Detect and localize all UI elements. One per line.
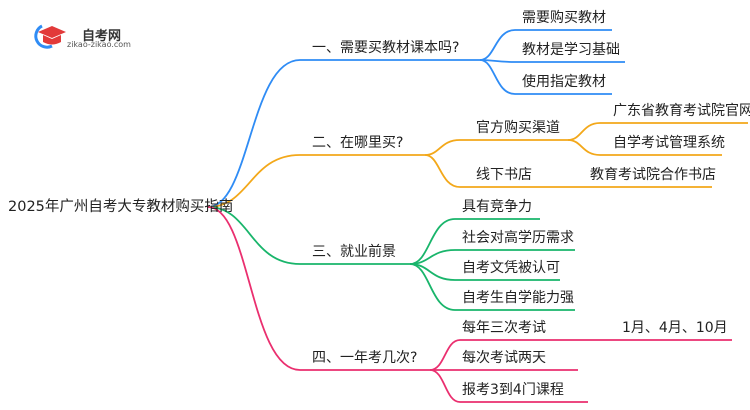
node: 广东省教育考试院官网 [613,103,750,119]
branch-1-lines [207,29,625,208]
branch-3: 三、就业前景 [312,244,396,260]
logo-title: 自考网 [82,29,122,44]
node: 自学考试管理系统 [613,135,725,151]
node: 自考生自学能力强 [462,290,574,306]
node: 官方购买渠道 [476,120,560,136]
node: 使用指定教材 [522,74,606,90]
node: 报考3到4门课程 [462,382,564,398]
root-topic: 2025年广州自考大专教材购买指南 [8,199,234,215]
node: 自考文凭被认可 [462,260,560,276]
node: 每次考试两天 [462,350,546,366]
branch-4: 四、一年考几次? [312,350,418,366]
node: 教育考试院合作书店 [590,167,716,183]
node: 教材是学习基础 [522,42,620,58]
graduation-cap-icon [34,24,66,49]
branch-3-lines [207,206,575,311]
node: 社会对高学历需求 [462,230,574,246]
node: 1月、4月、10月 [622,320,728,336]
branch-2-lines [207,122,748,208]
node: 需要购买教材 [522,10,606,26]
node: 线下书店 [476,167,532,183]
branch-2: 二、在哪里买? [312,135,404,151]
logo-url: zikao-zikao.com [67,40,131,49]
node: 具有竞争力 [462,199,532,215]
node: 每年三次考试 [462,320,546,336]
branch-1: 一、需要买教材课本吗? [312,40,460,56]
branch-4-lines [207,206,732,403]
